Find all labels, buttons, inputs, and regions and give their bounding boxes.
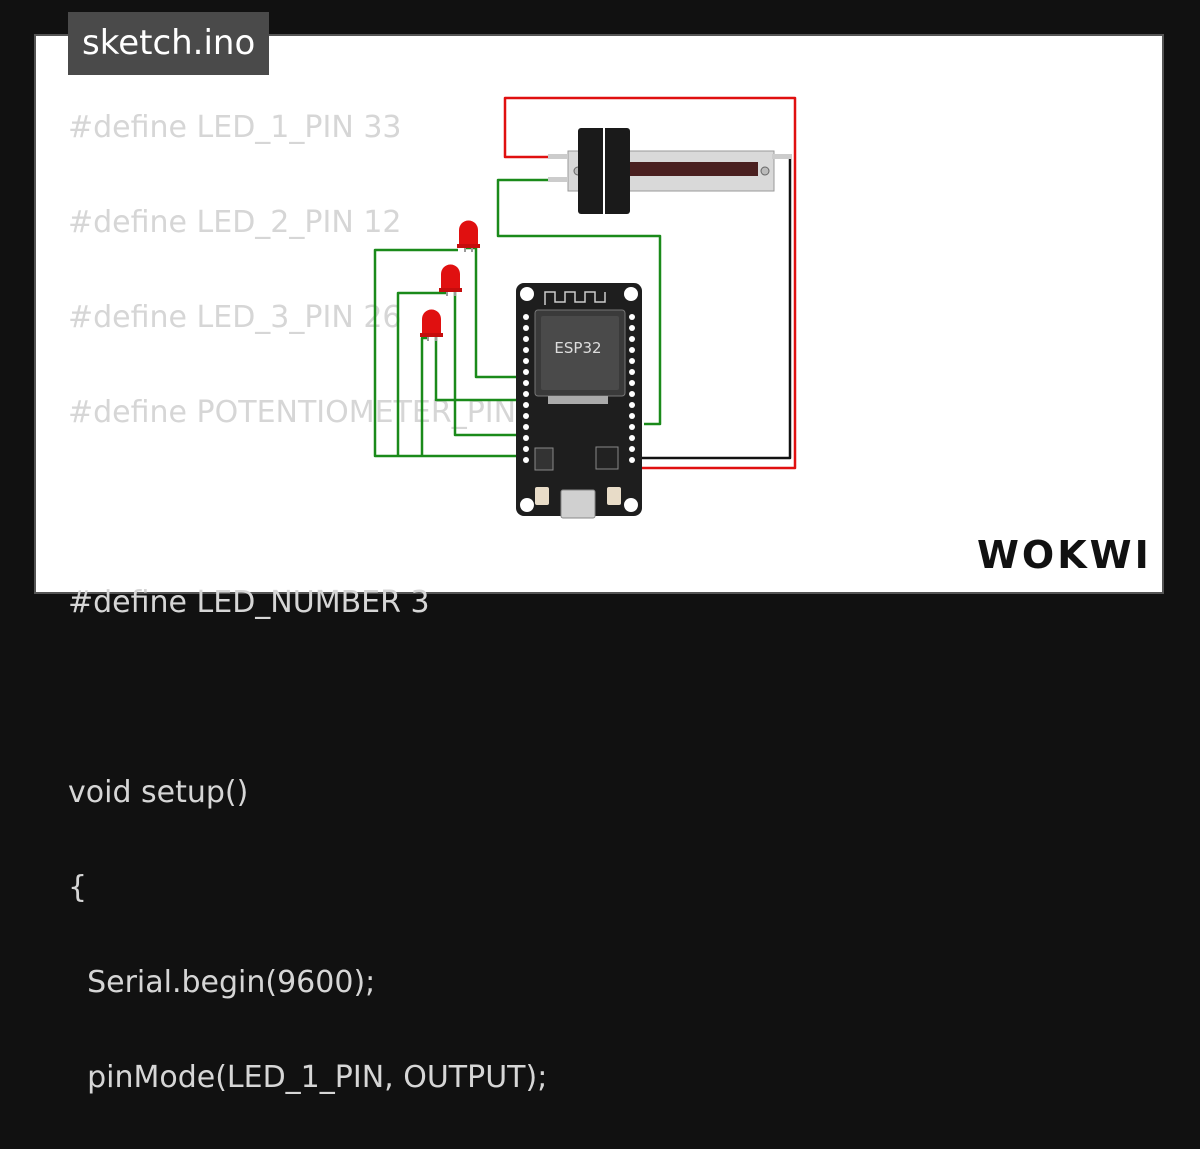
circuit-diagram: ESP32 — [373, 96, 797, 519]
esp32-board[interactable]: ESP32 — [516, 283, 642, 519]
file-tab-label: sketch.ino — [82, 23, 256, 63]
chip-label: ESP32 — [554, 339, 601, 357]
wire-green-led3[interactable] — [434, 335, 524, 402]
brand-name: WOKWI — [977, 533, 1150, 577]
en-button[interactable] — [535, 487, 549, 505]
code-line: { — [68, 870, 88, 905]
wire-green-gnd-led3[interactable] — [420, 336, 428, 456]
led-2[interactable] — [439, 264, 462, 297]
code-line: Serial.begin(9600); — [68, 965, 376, 1000]
wire-black-pot-gnd[interactable] — [632, 155, 792, 460]
code-line: #define LED_2_PIN 12 — [68, 205, 402, 240]
wire-green-led1[interactable] — [465, 246, 524, 379]
wires — [373, 96, 797, 470]
code-line: void setup() — [68, 775, 249, 810]
code-line: #define LED_1_PIN 33 — [68, 110, 402, 145]
file-tab[interactable]: sketch.ino — [68, 12, 270, 75]
boot-button[interactable] — [607, 487, 621, 505]
usb-port — [560, 489, 596, 519]
led-1[interactable] — [457, 220, 480, 252]
code-line: #define LED_3_PIN 26 — [68, 300, 402, 335]
led-3[interactable] — [420, 309, 443, 342]
wire-green-gnd-led2[interactable] — [396, 291, 446, 456]
wire-green-gnd-led1[interactable] — [373, 248, 524, 458]
wire-red-pot-vcc[interactable] — [503, 96, 797, 470]
code-line: pinMode(LED_1_PIN, OUTPUT); — [68, 1060, 548, 1095]
code-line: #define LED_NUMBER 3 — [68, 585, 430, 620]
slide-potentiometer[interactable] — [548, 128, 792, 214]
wire-green-pot-signal[interactable] — [496, 178, 662, 426]
pin-header-left — [523, 314, 529, 463]
pin-header-right — [629, 314, 635, 463]
wire-green-led2[interactable] — [453, 290, 524, 437]
code-line — [68, 674, 547, 722]
wokwi-logo: WOKWI — [977, 533, 1150, 577]
